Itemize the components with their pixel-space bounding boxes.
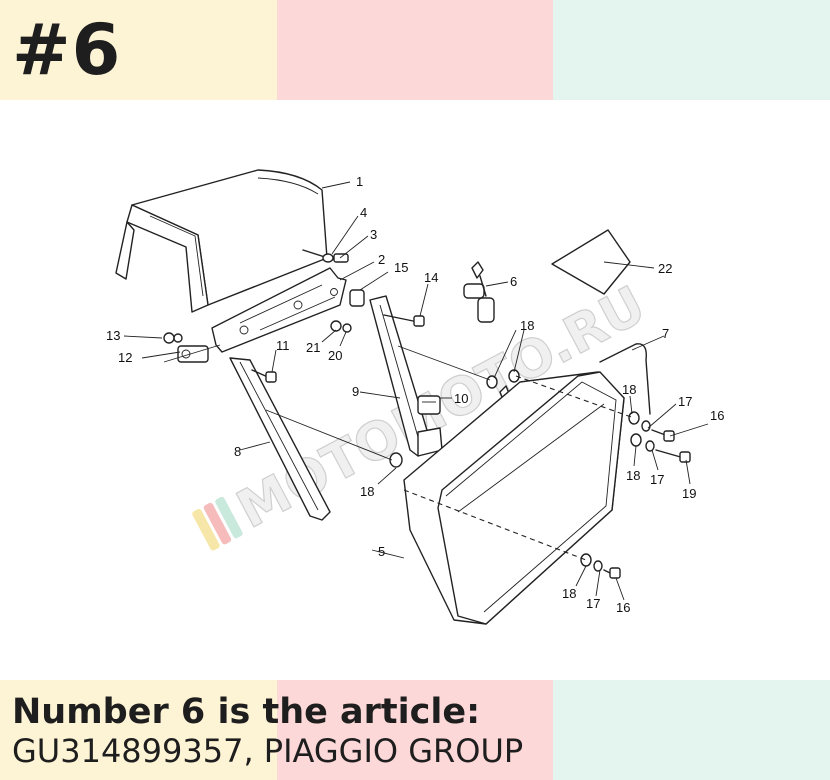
band-segment-pink xyxy=(277,0,553,100)
part-right-arm xyxy=(369,295,443,457)
part-top-cover xyxy=(115,169,328,313)
caption-article: GU314899357, PIAGGIO GROUP xyxy=(12,732,524,770)
callout-18-bottom: 18 xyxy=(562,586,576,601)
callout-19: 19 xyxy=(682,486,696,501)
callout-20: 20 xyxy=(328,348,342,363)
callout-15: 15 xyxy=(394,260,408,275)
band-segment-pink xyxy=(277,680,553,780)
callout-17-middle: 17 xyxy=(650,472,664,487)
callout-leaders xyxy=(123,181,709,601)
callout-17-lower: 17 xyxy=(586,596,600,611)
band-segment-mint xyxy=(553,680,830,780)
part-number-badge: #6 xyxy=(12,9,122,91)
callout-14: 14 xyxy=(424,270,438,285)
callout-21: 21 xyxy=(306,340,320,355)
part-washers-16-19 xyxy=(389,369,691,579)
footer-band xyxy=(0,680,830,780)
callout-18-right-lower: 18 xyxy=(626,468,640,483)
callout-8: 8 xyxy=(234,444,241,459)
callout-6: 6 xyxy=(510,274,517,289)
band-segment-yellow xyxy=(0,680,277,780)
assembly-guide-lines xyxy=(163,344,635,561)
band-segment-yellow xyxy=(0,0,277,100)
exploded-parts-diagram: MOTOMOTO.RU xyxy=(106,169,724,625)
part-lock-barrel xyxy=(463,261,495,323)
callout-9: 9 xyxy=(352,384,359,399)
callout-12: 12 xyxy=(118,350,132,365)
callout-7: 7 xyxy=(662,326,669,341)
part-sticker xyxy=(551,229,631,295)
callout-16-upper: 16 xyxy=(710,408,724,423)
callout-16-lower: 16 xyxy=(616,600,630,615)
callout-2: 2 xyxy=(378,252,385,267)
part-clip xyxy=(417,395,441,415)
part-rod xyxy=(599,343,651,415)
part-left-arm xyxy=(229,357,331,521)
part-screw-3-4 xyxy=(302,249,349,263)
callout-11: 11 xyxy=(276,338,290,353)
part-side-case xyxy=(403,371,625,625)
callout-5: 5 xyxy=(378,544,385,559)
part-screw-11 xyxy=(251,369,277,383)
callout-22: 22 xyxy=(658,261,672,276)
callout-18-top: 18 xyxy=(520,318,534,333)
callout-1: 1 xyxy=(356,174,363,189)
callout-10: 10 xyxy=(454,391,468,406)
callout-17-upper: 17 xyxy=(678,394,692,409)
header-band xyxy=(0,0,830,100)
callout-18-left: 18 xyxy=(360,484,374,499)
callout-13: 13 xyxy=(106,328,120,343)
part-12-13 xyxy=(163,332,209,363)
callout-3: 3 xyxy=(370,227,377,242)
part-15-14-20-21 xyxy=(330,289,425,333)
callout-4: 4 xyxy=(360,205,367,220)
caption-title: Number 6 is the article: xyxy=(12,692,481,732)
callout-labels: 1 2 3 4 5 6 7 8 9 10 11 12 13 14 15 16 1… xyxy=(106,174,724,615)
callout-18-right-upper: 18 xyxy=(622,382,636,397)
band-segment-mint xyxy=(553,0,830,100)
